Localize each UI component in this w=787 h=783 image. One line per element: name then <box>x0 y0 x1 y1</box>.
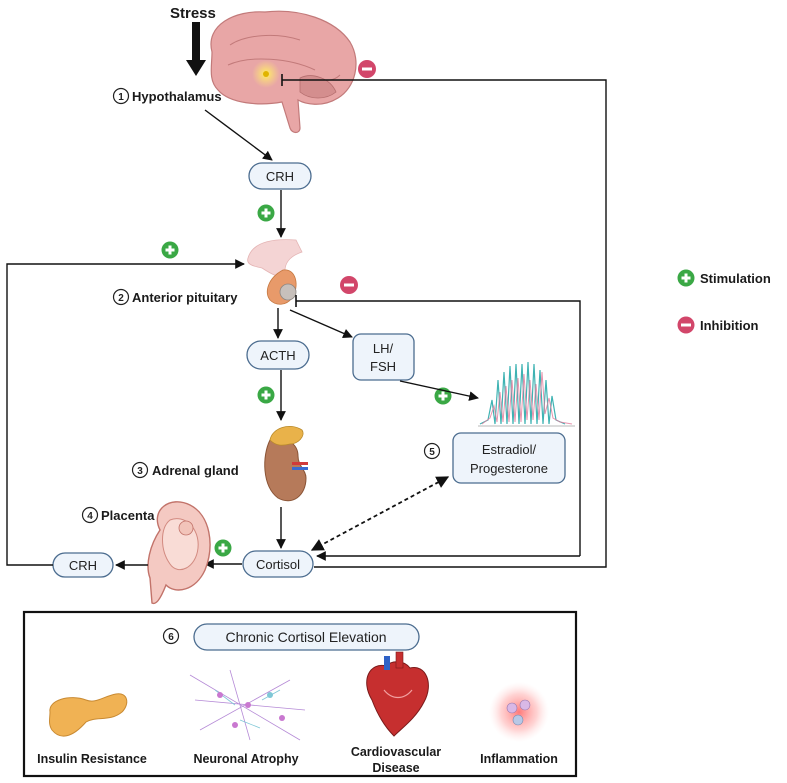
loop-crh-placenta-to-pituitary <box>6 259 245 566</box>
acth-pill: ACTH <box>246 340 310 370</box>
svg-text:Cortisol: Cortisol <box>256 557 300 572</box>
svg-text:LH/: LH/ <box>373 341 394 356</box>
svg-text:2: 2 <box>118 293 124 304</box>
hormone-cycle-curve-icon <box>478 361 575 427</box>
adrenal-gland-label: Adrenal gland <box>152 463 239 478</box>
step-3-adrenal-gland: 3 Adrenal gland <box>131 461 239 479</box>
hypothalamus-label: Hypothalamus <box>132 89 222 104</box>
svg-text:Progesterone: Progesterone <box>470 461 548 476</box>
svg-text:CRH: CRH <box>266 169 294 184</box>
feedback-cortisol-hypothalamus <box>282 79 607 568</box>
lhfsh-box: LH/ FSH <box>352 333 415 381</box>
placenta-uterus-icon <box>147 501 211 605</box>
effect-inflammation: Inflammation <box>480 752 558 766</box>
step-6-marker: 6 <box>162 627 180 645</box>
effect-insulin-resistance: Insulin Resistance <box>37 752 147 766</box>
anterior-pituitary-label: Anterior pituitary <box>132 290 238 305</box>
stimulation-symbol-acth <box>257 386 275 404</box>
arrow-lhfsh-hormone-curve <box>399 380 479 401</box>
crh-placenta-pill: CRH <box>52 552 114 578</box>
inhibition-symbol-brain <box>358 60 376 78</box>
estradiol-progesterone-box: Estradiol/ Progesterone <box>452 432 566 484</box>
svg-text:6: 6 <box>168 632 174 643</box>
feedback-cortisol-pituitary <box>296 300 581 556</box>
heart-icon <box>366 651 429 737</box>
cortisol-pill: Cortisol <box>242 550 314 578</box>
stimulation-symbol-placenta-loop <box>161 241 179 259</box>
brain-icon <box>210 10 357 134</box>
stimulation-symbol-crh <box>257 204 275 222</box>
svg-text:4: 4 <box>87 511 93 522</box>
svg-text:FSH: FSH <box>370 359 396 374</box>
step-1-hypothalamus: 1 Hypothalamus <box>112 87 222 105</box>
stress-arrow-shaft <box>192 22 200 62</box>
svg-text:1: 1 <box>118 92 124 103</box>
inflammation-icon <box>489 682 549 742</box>
chronic-cortisol-title-pill: Chronic Cortisol Elevation <box>193 623 420 651</box>
stimulation-symbol-cortisol <box>214 539 232 557</box>
stress-arrow-head <box>186 60 206 76</box>
effect-cardiovascular-line1: Cardiovascular <box>351 745 441 759</box>
svg-text:CRH: CRH <box>69 558 97 573</box>
step-2-anterior-pituitary: 2 Anterior pituitary <box>112 288 238 306</box>
effect-cardiovascular-line2: Disease <box>372 761 419 775</box>
arrow-pituitary-lhfsh <box>289 309 353 338</box>
legend-stimulation-icon <box>677 269 695 287</box>
placenta-label: Placenta <box>101 508 155 523</box>
legend-inhibition-icon <box>677 316 695 334</box>
inhibition-symbol-pituitary <box>340 276 358 294</box>
step-5-marker: 5 <box>423 442 441 460</box>
neurons-icon <box>189 669 306 741</box>
crh-top-pill: CRH <box>248 162 312 190</box>
stress-label: Stress <box>170 5 216 22</box>
svg-text:Chronic Cortisol Elevation: Chronic Cortisol Elevation <box>225 629 386 645</box>
svg-text:ACTH: ACTH <box>260 348 295 363</box>
svg-text:Estradiol/: Estradiol/ <box>482 442 537 457</box>
legend: Stimulation Inhibition <box>677 269 771 334</box>
chronic-cortisol-panel <box>22 610 578 778</box>
arrow-hypothalamus-crh <box>204 109 273 161</box>
legend-inhibition-label: Inhibition <box>700 318 759 333</box>
step-4-placenta: 4 Placenta <box>81 506 155 524</box>
adrenal-gland-icon <box>264 426 308 502</box>
arrow-cortisol-estradiol-bidirectional <box>310 476 450 551</box>
pituitary-icon <box>247 239 303 305</box>
legend-stimulation-label: Stimulation <box>700 271 771 286</box>
pancreas-icon <box>49 693 128 737</box>
effect-neuronal-atrophy: Neuronal Atrophy <box>193 752 298 766</box>
svg-text:5: 5 <box>429 447 435 458</box>
svg-text:3: 3 <box>137 466 143 477</box>
